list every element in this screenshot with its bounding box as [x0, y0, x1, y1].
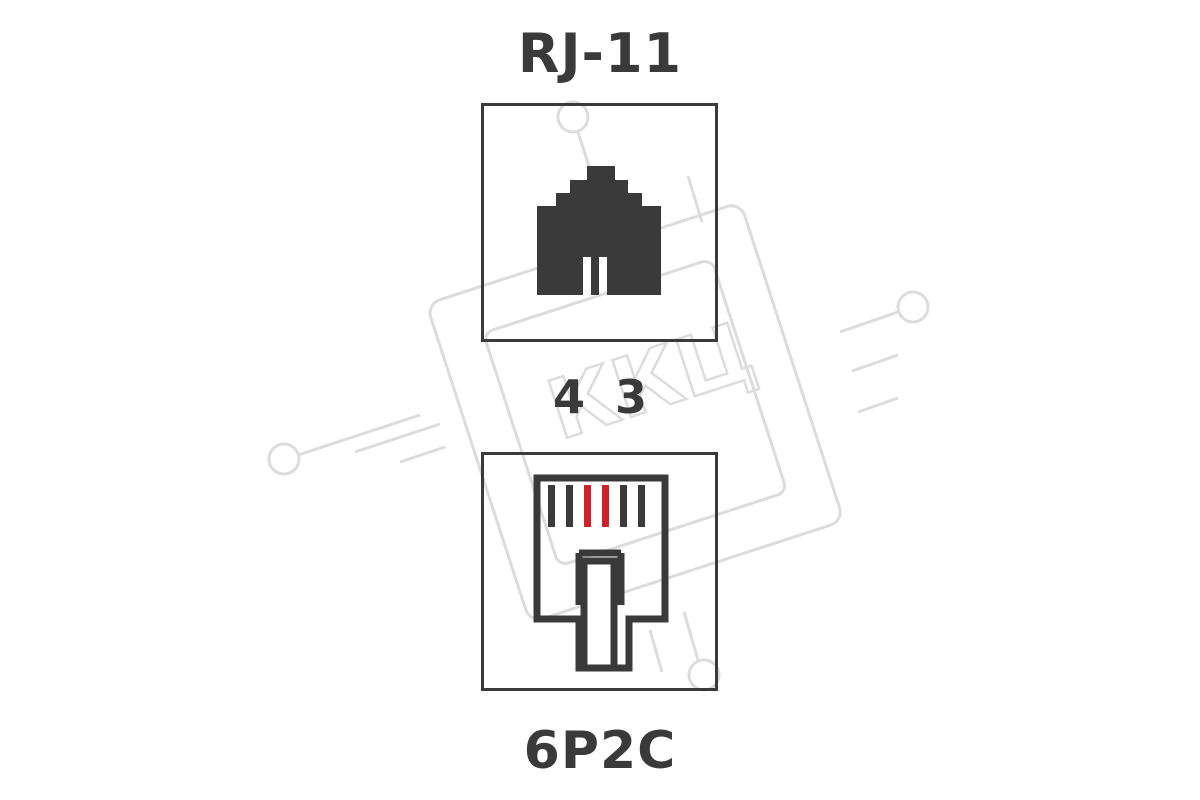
contact-1	[548, 485, 555, 527]
connector-type-title: RJ-11	[517, 22, 683, 85]
contact-5	[620, 485, 627, 527]
rj11-socket-icon	[537, 166, 661, 295]
rj11-plug-icon	[533, 474, 669, 672]
pin-numbers-label: 4 3	[552, 370, 648, 424]
contact-2	[566, 485, 573, 527]
contact-6	[638, 485, 645, 527]
plug-panel	[481, 452, 718, 691]
plug-contacts	[548, 485, 645, 527]
contact-4	[602, 485, 609, 527]
contact-3	[584, 485, 591, 527]
socket-panel	[481, 103, 718, 342]
connector-code-label: 6P2C	[523, 721, 677, 781]
